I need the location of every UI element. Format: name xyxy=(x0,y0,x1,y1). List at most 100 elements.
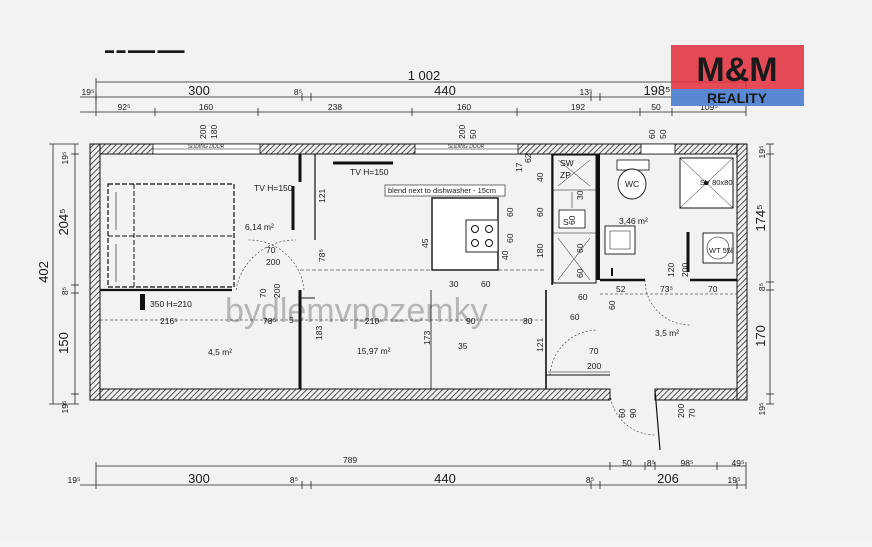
inner-dim: 60 xyxy=(617,408,627,418)
dim-bottom-2-5: 8⁵ xyxy=(586,475,594,485)
water-heater: WT 55l xyxy=(702,232,734,264)
shower-tray: SV 80x80 xyxy=(679,157,734,209)
inner-dim: 60 xyxy=(575,243,585,253)
inner-dim: 60 xyxy=(578,292,588,302)
room-area-bathroom: 3,46 m² xyxy=(619,216,648,226)
inner-dim: 52 xyxy=(616,284,626,294)
inner-dim: 200 xyxy=(457,125,467,139)
sliding-door-right: SLIDING DOOR xyxy=(414,143,519,155)
dim-bottom-1-2: 50 xyxy=(622,458,632,468)
room-area-living: 15,97 m² xyxy=(357,346,391,356)
hob-burner-icon xyxy=(471,239,479,247)
inner-dim: 60 xyxy=(505,207,515,217)
inner-dim: 200 xyxy=(272,284,282,298)
dim-left-total: 402 xyxy=(36,261,51,283)
inner-dim: 30 xyxy=(575,190,585,200)
hob-burner-icon xyxy=(485,239,493,247)
dim-top-1-4: 440 xyxy=(434,83,456,98)
inner-dim: 60 xyxy=(575,268,585,278)
inner-dim: 45 xyxy=(420,238,430,248)
tv-left-label: TV H=150 xyxy=(254,183,293,193)
blend-note: blend next to dishwasher - 15cm xyxy=(388,186,496,195)
appliance-sw: SW xyxy=(560,158,574,168)
dim-top-2-4: 160 xyxy=(457,102,471,112)
wc-fixture: WC xyxy=(616,159,650,200)
inner-dim: 60 xyxy=(647,129,657,139)
room-area-small-room: 4,5 m² xyxy=(208,347,232,357)
left-dimension-lines xyxy=(49,143,79,405)
dim-bottom-2-4: 440 xyxy=(434,471,456,486)
inner-dim: 50 xyxy=(468,129,478,139)
inner-dim: 17 xyxy=(514,162,524,172)
inner-dim: 60 xyxy=(481,279,491,289)
door-swings xyxy=(235,239,691,436)
hob-burner-icon xyxy=(471,225,479,233)
dim-top-2-2: 160 xyxy=(199,102,213,112)
inner-dim: 50 xyxy=(658,129,668,139)
dim-left-6: 19⁵ xyxy=(60,401,70,414)
inner-dim: 5 xyxy=(289,315,294,325)
dim-top-1-3: 8⁵ xyxy=(294,87,302,97)
inner-dim: 70 xyxy=(708,284,718,294)
water-heater-label: WT 55l xyxy=(709,246,733,255)
room-area-bedroom: 6,14 m² xyxy=(245,222,274,232)
dim-top-2-1: 92⁵ xyxy=(118,102,131,112)
inner-dim: 60 xyxy=(505,233,515,243)
mm-reality-logo: M&M REALITY xyxy=(671,45,804,106)
inner-dim: 30 xyxy=(449,279,459,289)
inner-dim: 200 xyxy=(198,125,208,139)
washbasin xyxy=(604,225,636,255)
outer-walls xyxy=(89,143,748,401)
dim-bottom-2-2: 300 xyxy=(188,471,210,486)
dim-bottom-2-3: 8⁵ xyxy=(290,475,298,485)
faded-header-text: ▬ ▬ ▬▬▬ ▬▬▬ xyxy=(105,45,185,55)
inner-dim: 70 xyxy=(266,245,276,255)
dim-bottom-1-4: 98⁵ xyxy=(681,458,694,468)
inner-dim: 70 xyxy=(258,288,268,298)
sink-s: S xyxy=(563,217,569,227)
inner-dim: 70 xyxy=(687,408,697,418)
entry-door-leaf xyxy=(654,389,661,451)
dim-top-1-2: 300 xyxy=(188,83,210,98)
dim-bottom-1-5: 49⁵ xyxy=(732,458,745,468)
dim-left-3: 8⁵ xyxy=(60,287,70,295)
right-dimension-lines xyxy=(766,143,774,405)
dim-right-2: 174⁵ xyxy=(753,204,768,231)
tv-right-label: TV H=150 xyxy=(350,167,389,177)
top-dimension-lines xyxy=(80,78,747,116)
wardrobe xyxy=(107,183,235,288)
kitchen-island xyxy=(431,197,499,271)
inner-dim: 216⁵ xyxy=(160,316,178,326)
inner-dim: 73⁵ xyxy=(660,284,673,294)
logo-mm-text: M&M xyxy=(696,51,777,89)
sliding-door-left: SLIDING DOOR xyxy=(152,143,261,155)
dim-total-width: 1 002 xyxy=(408,68,441,83)
inner-dim: 90 xyxy=(628,408,638,418)
inner-dim: 200 xyxy=(266,257,280,267)
inner-dim: 120 xyxy=(666,263,676,277)
dim-left-1: 19⁵ xyxy=(60,152,70,165)
inner-dim: 200 xyxy=(680,263,690,277)
dim-top-2-6: 50 xyxy=(651,102,661,112)
sliding-door-label-left: SLIDING DOOR xyxy=(188,144,225,150)
dim-bottom-1-3: 8⁵ xyxy=(647,458,655,468)
inner-dimensions: 70 200 70 200 78⁵ 216⁵ 183 210 173 90 80… xyxy=(160,125,718,418)
inner-dim: 70 xyxy=(589,346,599,356)
dim-top-2-5: 192 xyxy=(571,102,585,112)
inner-dim: 180 xyxy=(535,244,545,258)
dim-bottom-2-7: 19⁵ xyxy=(728,475,741,485)
hob-burner-icon xyxy=(485,225,493,233)
dim-bottom-2-6: 206 xyxy=(657,471,679,486)
inner-dim: 121 xyxy=(317,189,327,203)
dim-top-2-7: 109⁵ xyxy=(700,102,718,112)
wc-label: WC xyxy=(625,179,639,189)
inner-dim: 200 xyxy=(676,404,686,418)
inner-dim: 60 xyxy=(567,215,577,225)
dim-right-4: 170 xyxy=(753,325,768,347)
inner-dim: 60 xyxy=(607,300,617,310)
inner-dim: 60 xyxy=(535,207,545,217)
sliding-door-label-right: SLIDING DOOR xyxy=(448,144,485,150)
dim-bottom-2-1: 19⁵ xyxy=(68,475,81,485)
